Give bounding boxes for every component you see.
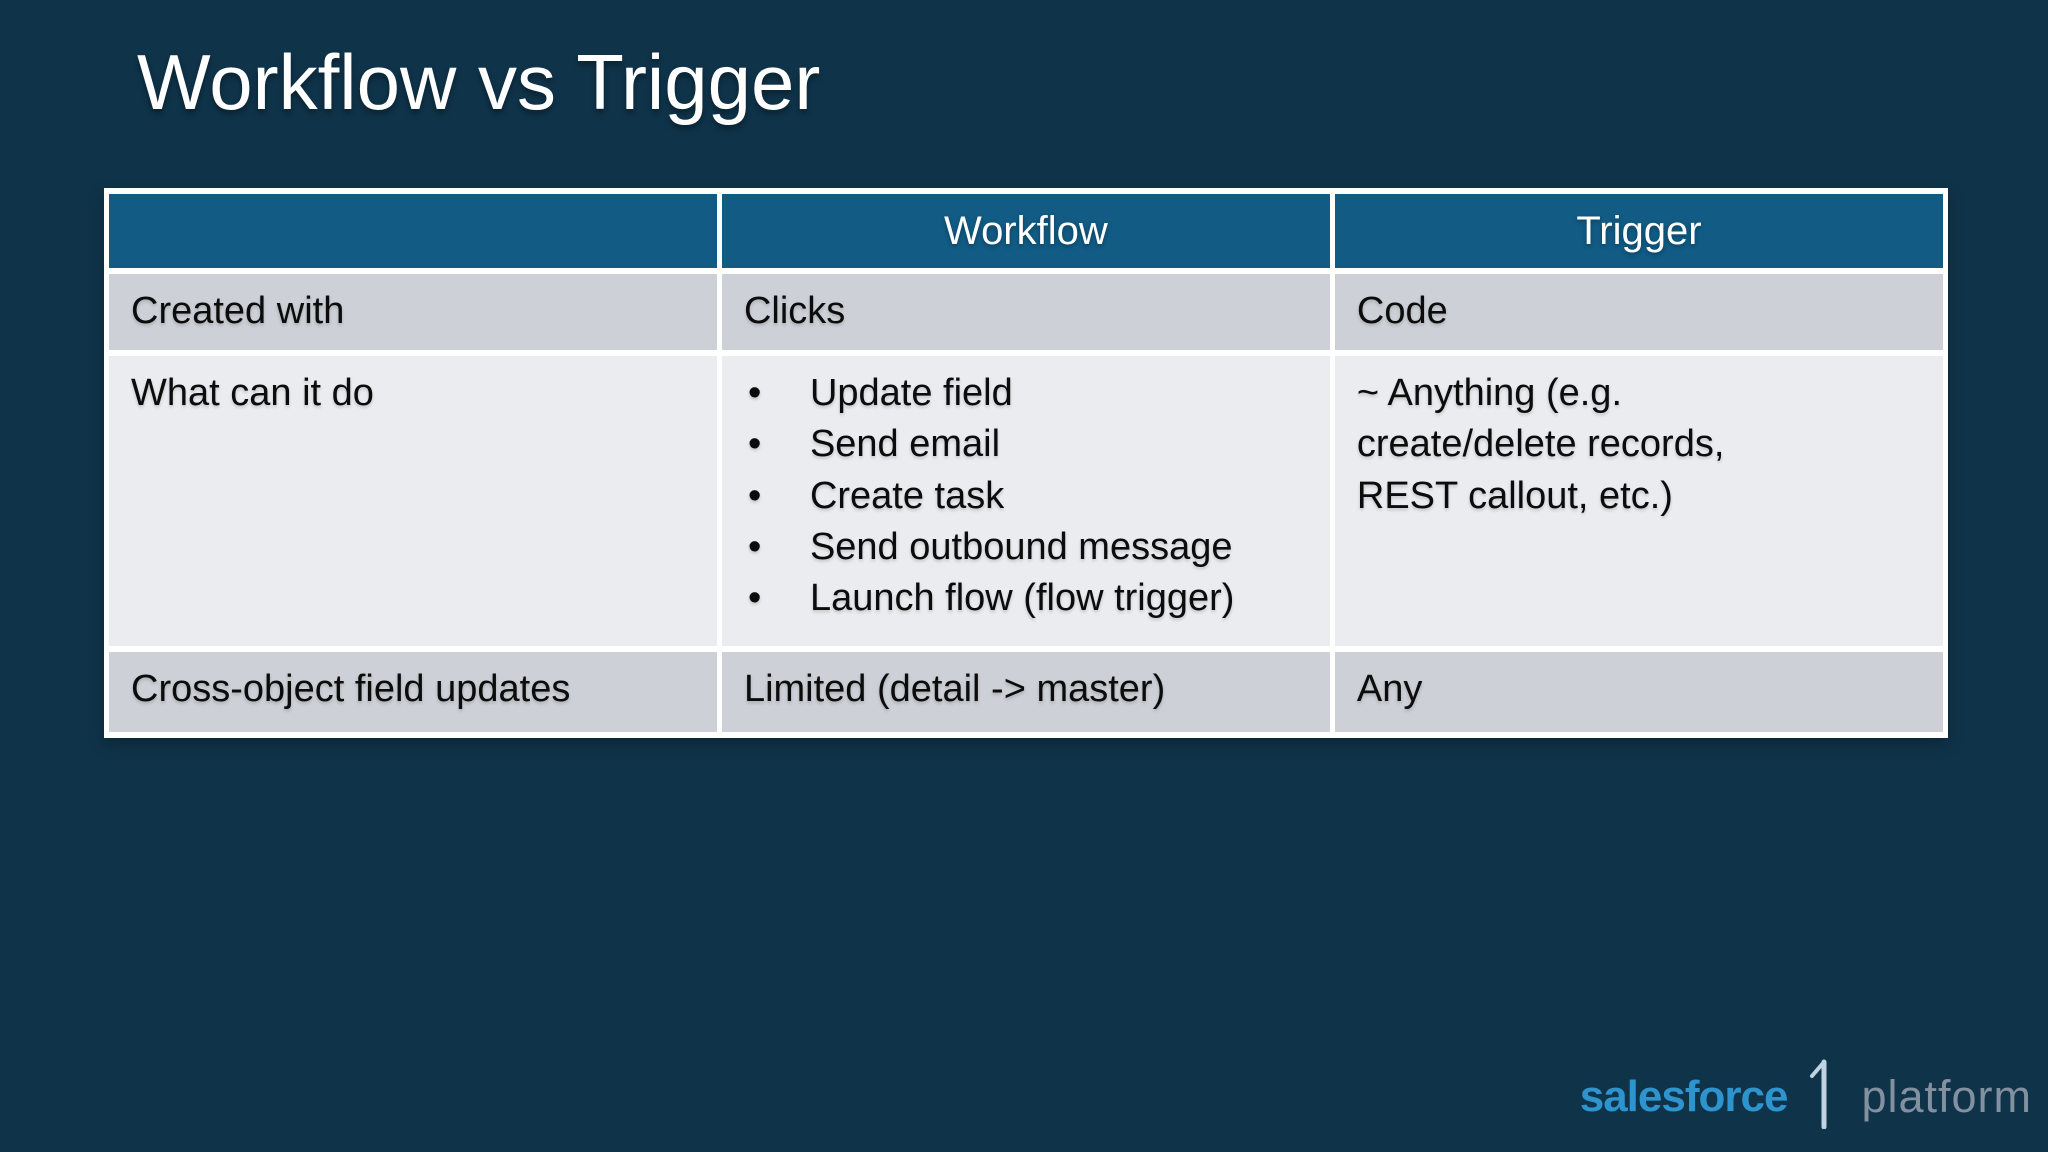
header-cell-trigger: Trigger xyxy=(1334,194,1943,268)
bullet-item: • Create task xyxy=(744,471,1308,522)
cell-workflow: • Update field • Send email • Create tas… xyxy=(721,356,1330,646)
salesforce-one-icon xyxy=(1810,1059,1827,1129)
bullet-item-label: Launch flow (flow trigger) xyxy=(809,577,1235,620)
platform-wordmark: platform xyxy=(1861,1071,2032,1122)
bullet-icon: • xyxy=(747,525,762,568)
salesforce-platform-logo: salesforce platform xyxy=(1580,1052,2032,1142)
row-label: What can it do xyxy=(109,356,717,646)
bullet-icon: • xyxy=(747,474,762,517)
bullet-item-label: Update field xyxy=(809,372,1013,414)
header-cell-empty xyxy=(109,194,717,268)
cell-trigger: ~ Anything (e.g. create/delete records, … xyxy=(1334,356,1943,646)
table-row-what-can-it-do: What can it do • Update field • Send ema… xyxy=(109,356,1943,646)
bullet-list: • Update field • Send email • Create tas… xyxy=(744,368,1308,624)
table-header-row: Workflow Trigger xyxy=(109,194,1943,268)
bullet-icon: • xyxy=(747,577,762,620)
cell-workflow: Limited (detail -> master) xyxy=(721,652,1330,732)
comparison-table: Workflow Trigger Created with Clicks Cod… xyxy=(104,188,1948,738)
slide-title: Workflow vs Trigger xyxy=(137,38,821,126)
bullet-item-label: Create task xyxy=(809,474,1005,517)
bullet-item: • Launch flow (flow trigger) xyxy=(744,573,1308,624)
bullet-item-label: Send email xyxy=(809,423,1001,466)
row-label: Cross-object field updates xyxy=(109,652,717,732)
table-row-cross-object: Cross-object field updates Limited (deta… xyxy=(109,652,1943,732)
bullet-item: • Send email xyxy=(744,419,1308,470)
salesforce-wordmark: salesforce xyxy=(1579,1072,1789,1121)
bullet-icon: • xyxy=(747,423,762,466)
bullet-item: • Update field xyxy=(744,368,1308,419)
bullet-item-label: Send outbound message xyxy=(809,525,1233,568)
header-cell-workflow: Workflow xyxy=(721,194,1330,268)
cell-workflow: Clicks xyxy=(721,274,1330,350)
bullet-item: • Send outbound message xyxy=(744,522,1308,573)
row-label: Created with xyxy=(109,274,717,350)
bullet-icon: • xyxy=(747,372,762,414)
cell-trigger: Code xyxy=(1334,274,1943,350)
cell-trigger: Any xyxy=(1334,652,1943,732)
table-row-created-with: Created with Clicks Code xyxy=(109,274,1943,350)
